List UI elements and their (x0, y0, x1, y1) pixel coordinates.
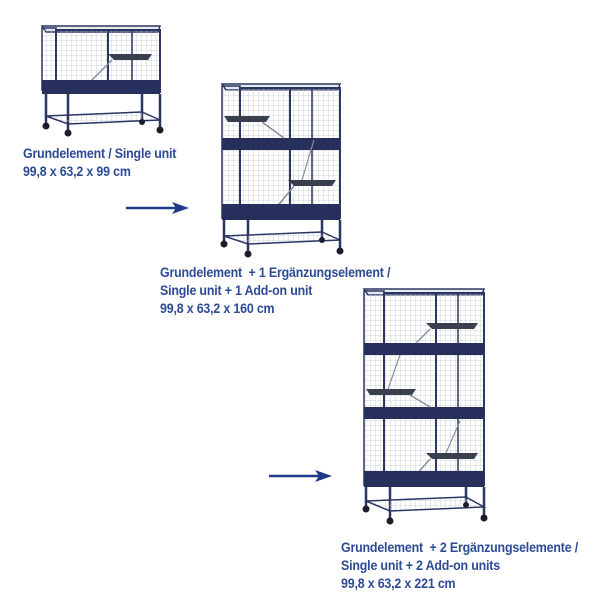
arrow-right-icon (126, 202, 189, 214)
caption-title-de: Grundelement + 1 Ergänzungselement / (160, 265, 391, 280)
caption-dimensions: 99,8 x 63,2 x 221 cm (341, 576, 456, 591)
caption-dimensions: 99,8 x 63,2 x 99 cm (23, 164, 131, 179)
caption-title-en: Single unit + 1 Add-on unit (160, 283, 313, 298)
arrow-right-icon (269, 470, 332, 482)
caption-title-en: Single unit + 2 Add-on units (341, 558, 500, 573)
cage-image-one-addon (220, 83, 344, 258)
caption-two-addons: Grundelement + 2 Ergänzungselemente / Si… (341, 539, 578, 593)
caption-single-unit: Grundelement / Single unit 99,8 x 63,2 x… (23, 145, 176, 181)
cage-image-two-addons (362, 288, 488, 525)
caption-one-addon: Grundelement + 1 Ergänzungselement / Sin… (160, 264, 390, 318)
caption-title-de: Grundelement + 2 Ergänzungselemente / (341, 540, 579, 555)
cage-image-single-unit (40, 25, 164, 137)
caption-title: Grundelement / Single unit (23, 146, 177, 161)
caption-dimensions: 99,8 x 63,2 x 160 cm (160, 301, 275, 316)
